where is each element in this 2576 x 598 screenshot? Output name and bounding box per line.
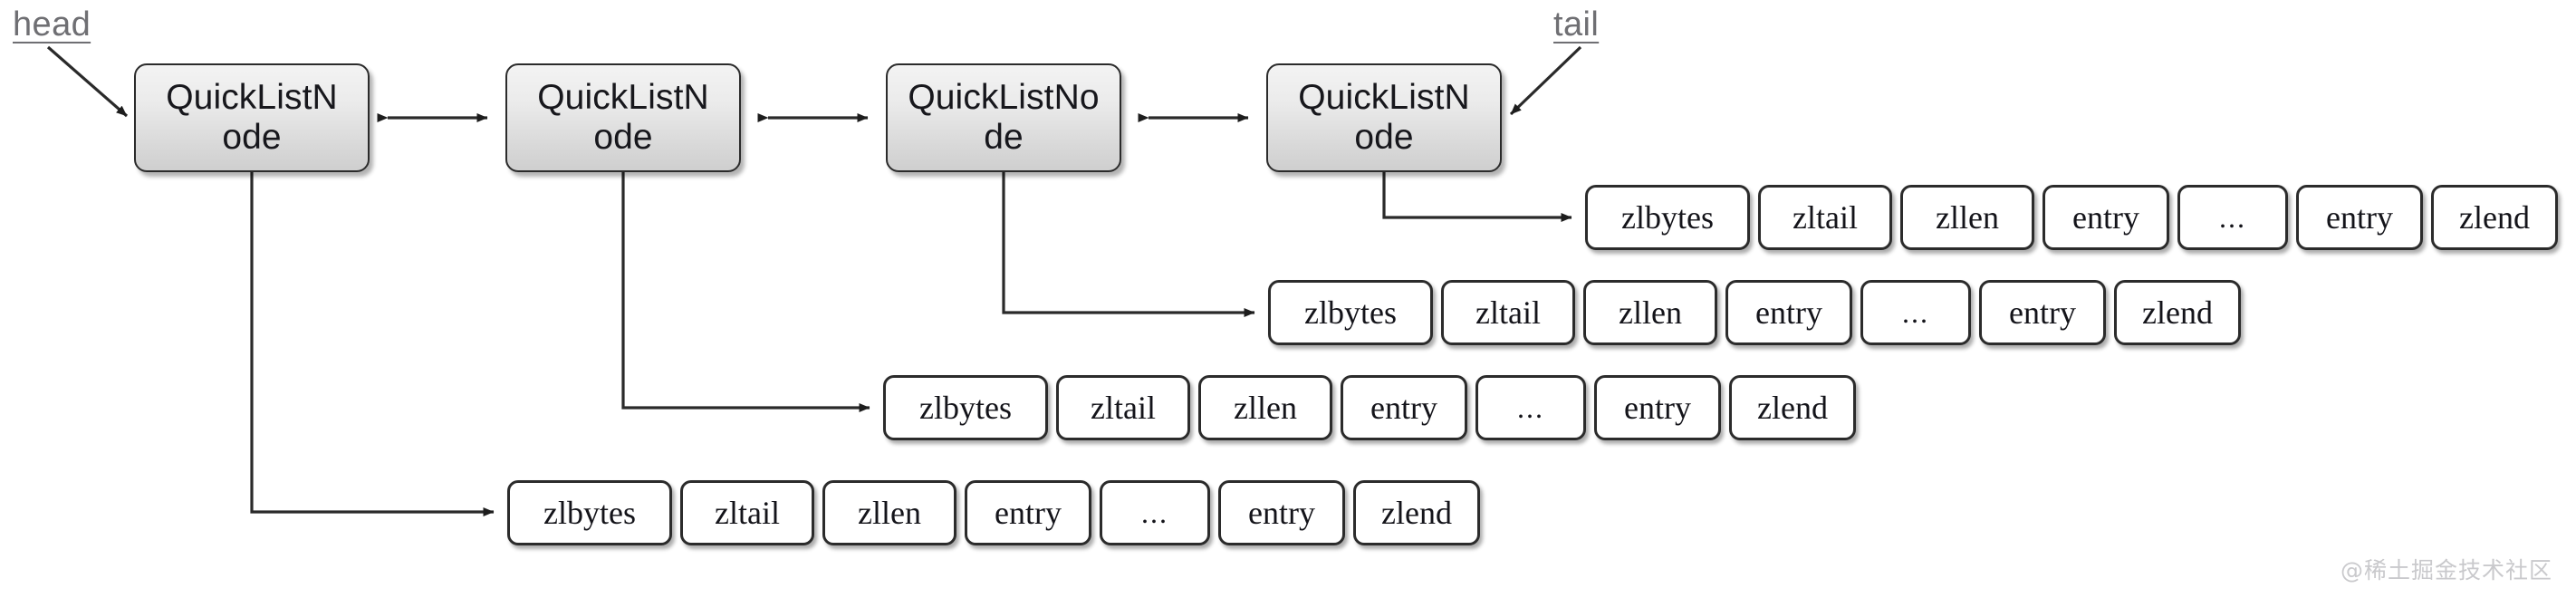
ziplist-1-cell-entry-2[interactable]: entry <box>2296 185 2423 250</box>
link-node1-ziplist4 <box>250 172 495 516</box>
quicklistnode-1[interactable]: QuickListN ode <box>134 63 370 172</box>
ziplist-2-cell-entry-2[interactable]: entry <box>1979 280 2106 345</box>
head-label: head <box>13 5 91 43</box>
quicklistnode-3-label: QuickListNo de <box>888 78 1120 157</box>
quicklistnode-2[interactable]: QuickListN ode <box>505 63 741 172</box>
quicklistnode-1-line1: QuickListN <box>166 78 338 118</box>
tail-pointer-arrow <box>1509 45 1582 116</box>
ziplist-1-cell-zltail[interactable]: zltail <box>1758 185 1892 250</box>
link-node4-ziplist1 <box>1382 172 1572 222</box>
ziplist-2-cell-entry-1[interactable]: entry <box>1725 280 1852 345</box>
quicklistnode-3-line2: de <box>984 118 1024 157</box>
ziplist-2-cell-zllen[interactable]: zllen <box>1583 280 1717 345</box>
quicklistnode-4-label: QuickListN ode <box>1268 78 1500 157</box>
ziplist-3-cell-zltail[interactable]: zltail <box>1056 375 1190 440</box>
head-pointer-arrow <box>46 45 129 118</box>
quicklistnode-1-label: QuickListN ode <box>136 78 368 157</box>
quicklistnode-3-line1: QuickListNo <box>908 78 1100 118</box>
quicklistnode-2-line1: QuickListN <box>537 78 709 118</box>
quicklistnode-4-line2: ode <box>1354 118 1414 157</box>
ziplist-4-cell-zlbytes[interactable]: zlbytes <box>507 480 672 545</box>
quicklistnode-3[interactable]: QuickListNo de <box>886 63 1121 172</box>
ziplist-4: zlbytes zltail zllen entry ... entry zle… <box>507 480 1480 545</box>
ziplist-3-cell-ellipsis: ... <box>1475 375 1586 440</box>
ziplist-4-cell-ellipsis: ... <box>1100 480 1210 545</box>
ziplist-3-cell-zlbytes[interactable]: zlbytes <box>883 375 1048 440</box>
ziplist-3-cell-entry-1[interactable]: entry <box>1341 375 1467 440</box>
quicklistnode-2-line2: ode <box>593 118 653 157</box>
ziplist-2-cell-zlbytes[interactable]: zlbytes <box>1268 280 1433 345</box>
ziplist-3-cell-zlend[interactable]: zlend <box>1729 375 1856 440</box>
ziplist-1-cell-zllen[interactable]: zllen <box>1900 185 2034 250</box>
ziplist-3-cell-entry-2[interactable]: entry <box>1594 375 1721 440</box>
ziplist-1-cell-ellipsis: ... <box>2177 185 2288 250</box>
ziplist-1-cell-entry-1[interactable]: entry <box>2043 185 2169 250</box>
quicklistnode-4-line1: QuickListN <box>1298 78 1470 118</box>
link-node3-ziplist2 <box>1002 172 1255 317</box>
ziplist-4-cell-entry-2[interactable]: entry <box>1218 480 1345 545</box>
ziplist-2-cell-zltail[interactable]: zltail <box>1441 280 1575 345</box>
quicklistnode-4[interactable]: QuickListN ode <box>1266 63 1502 172</box>
watermark: @稀土掘金技术社区 <box>2340 557 2552 584</box>
ziplist-1: zlbytes zltail zllen entry ... entry zle… <box>1585 185 2558 250</box>
ziplist-2-cell-zlend[interactable]: zlend <box>2114 280 2241 345</box>
ziplist-4-cell-entry-1[interactable]: entry <box>965 480 1091 545</box>
ziplist-2-cell-ellipsis: ... <box>1860 280 1971 345</box>
ziplist-3-cell-zllen[interactable]: zllen <box>1198 375 1332 440</box>
ziplist-1-cell-zlbytes[interactable]: zlbytes <box>1585 185 1750 250</box>
ziplist-4-cell-zlend[interactable]: zlend <box>1353 480 1480 545</box>
tail-label: tail <box>1553 5 1600 43</box>
ziplist-4-cell-zllen[interactable]: zllen <box>822 480 956 545</box>
quicklistnode-1-line2: ode <box>222 118 282 157</box>
link-node2-ziplist3 <box>621 172 870 412</box>
quicklistnode-2-label: QuickListN ode <box>507 78 739 157</box>
ziplist-2: zlbytes zltail zllen entry ... entry zle… <box>1268 280 2241 345</box>
ziplist-3: zlbytes zltail zllen entry ... entry zle… <box>883 375 1856 440</box>
ziplist-1-cell-zlend[interactable]: zlend <box>2431 185 2558 250</box>
ziplist-4-cell-zltail[interactable]: zltail <box>680 480 814 545</box>
